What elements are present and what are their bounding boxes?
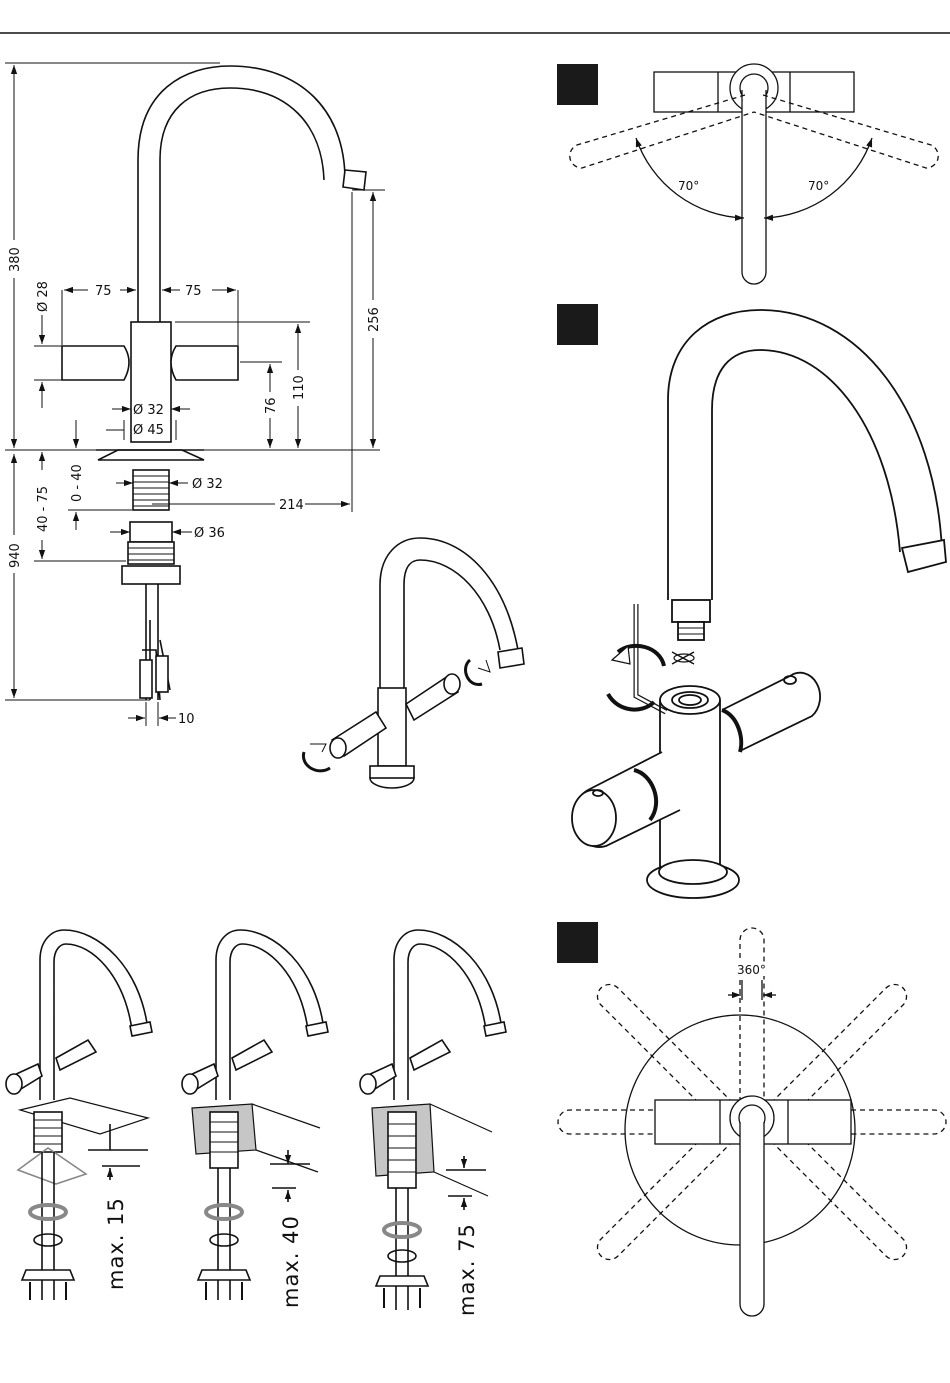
dim-380: 380 xyxy=(8,247,23,272)
dim-diameter-36: Ø 36 xyxy=(194,526,225,541)
deck-label-max-40: max. 40 xyxy=(279,1215,303,1308)
deck-variant-max-15: max. 15 xyxy=(6,930,152,1300)
dimension-lines xyxy=(5,63,385,726)
dim-76: 76 xyxy=(264,397,279,414)
dim-256: 256 xyxy=(367,307,382,332)
dim-diameter-28: Ø 28 xyxy=(36,281,51,312)
step-3-marker xyxy=(557,922,598,963)
base-flange xyxy=(98,450,204,460)
dim-diameter-32-body: Ø 32 xyxy=(133,403,164,418)
deck-label-max-15: max. 15 xyxy=(104,1197,128,1290)
clamp-bracket xyxy=(122,566,180,584)
angle-360: 360° xyxy=(737,963,766,977)
spout xyxy=(138,66,345,322)
dimension-drawing xyxy=(62,66,366,700)
dim-75-left: 75 xyxy=(95,284,112,299)
angle-right-70: 70° xyxy=(808,179,829,193)
dim-940: 940 xyxy=(8,543,23,568)
dim-0-40: 0 - 40 xyxy=(70,464,85,502)
angle-left-70: 70° xyxy=(678,179,699,193)
deck-label-max-75: max. 75 xyxy=(455,1223,479,1316)
dim-40-75: 40 - 75 xyxy=(36,486,51,532)
dim-110: 110 xyxy=(292,375,307,400)
step-1-marker xyxy=(557,64,598,105)
step-1: 70° 70° xyxy=(557,64,938,284)
left-handle xyxy=(62,346,129,380)
dim-diameter-32-thread: Ø 32 xyxy=(192,477,223,492)
dim-10: 10 xyxy=(178,712,195,727)
dim-214: 214 xyxy=(279,498,304,513)
step-2-marker xyxy=(557,304,598,345)
lock-ring xyxy=(128,542,174,564)
right-handle xyxy=(171,346,238,380)
step-2 xyxy=(557,304,946,898)
deck-variant-max-40: max. 40 xyxy=(182,930,328,1308)
spout-aerator xyxy=(343,170,366,190)
dim-diameter-45: Ø 45 xyxy=(133,423,164,438)
handle-removal-view xyxy=(303,538,524,788)
fixing-nut xyxy=(130,522,172,542)
dim-75-right: 75 xyxy=(185,284,202,299)
deck-variant-max-75: max. 75 xyxy=(360,930,506,1316)
step-3: 360° xyxy=(557,922,946,1316)
